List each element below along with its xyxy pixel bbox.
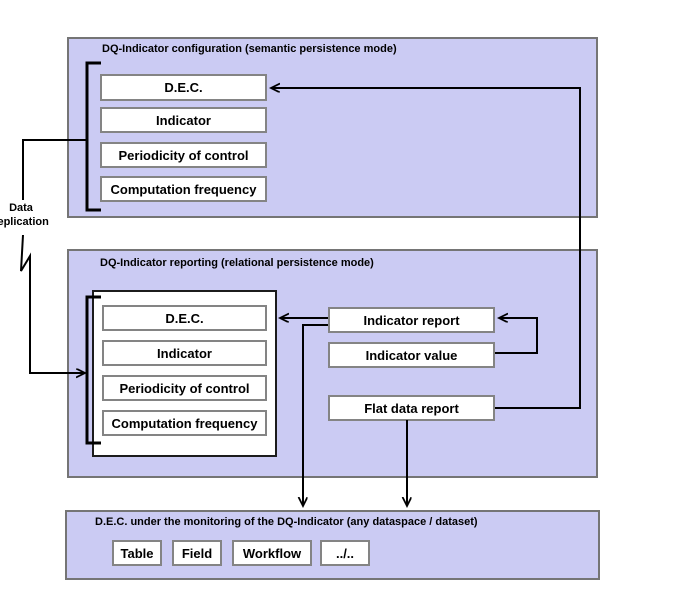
- data-replication-line2: replication: [0, 216, 49, 228]
- dec-box-table: Table: [112, 540, 162, 566]
- panel-reporting-title: DQ-Indicator reporting (relational persi…: [100, 257, 374, 269]
- reporting-box-indicator: Indicator: [102, 340, 267, 366]
- panel-config-title: DQ-Indicator configuration (semantic per…: [102, 43, 397, 55]
- config-box-dec: D.E.C.: [100, 74, 267, 101]
- reporting-box-flat-data-report: Flat data report: [328, 395, 495, 421]
- data-replication-label: Data replication: [0, 201, 59, 229]
- config-box-indicator: Indicator: [100, 107, 267, 133]
- dec-box-other: ../..: [320, 540, 370, 566]
- panel-dec-title: D.E.C. under the monitoring of the DQ-In…: [95, 516, 478, 528]
- config-box-periodicity-of-control: Periodicity of control: [100, 142, 267, 168]
- reporting-box-periodicity-of-control: Periodicity of control: [102, 375, 267, 401]
- reporting-box-indicator-report: Indicator report: [328, 307, 495, 333]
- dec-box-workflow: Workflow: [232, 540, 312, 566]
- config-box-computation-frequency: Computation frequency: [100, 176, 267, 202]
- reporting-box-dec: D.E.C.: [102, 305, 267, 331]
- data-replication-line1: Data: [9, 202, 33, 214]
- reporting-box-indicator-value: Indicator value: [328, 342, 495, 368]
- dec-box-field: Field: [172, 540, 222, 566]
- reporting-box-computation-frequency: Computation frequency: [102, 410, 267, 436]
